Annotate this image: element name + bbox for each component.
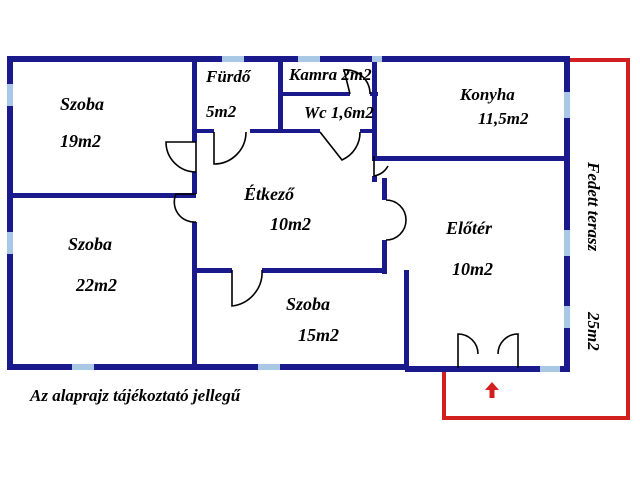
- doors: [165, 69, 519, 368]
- room-area-szoba-2: 22m2: [75, 275, 117, 295]
- entrance-arrow-icon: [485, 382, 499, 398]
- room-name-szoba-2: Szoba: [68, 234, 112, 254]
- room-area-eloter: 10m2: [452, 259, 493, 279]
- terrace-name: Fedett terasz: [584, 161, 603, 252]
- room-area-konyha: 11,5m2: [478, 109, 529, 128]
- room-name-etkezo: Étkező: [243, 183, 295, 204]
- room-name-szoba-1: Szoba: [60, 94, 104, 114]
- plan-disclaimer: Az alaprajz tájékoztató jellegű: [29, 386, 241, 405]
- room-name-szoba-3: Szoba: [286, 294, 330, 314]
- room-area-etkezo: 10m2: [270, 214, 311, 234]
- terrace-area: 25m2: [584, 311, 603, 351]
- room-name-furdo: Fürdő: [205, 67, 252, 86]
- room-area-furdo: 5m2: [206, 102, 237, 121]
- room-name-eloter: Előtér: [445, 218, 493, 238]
- room-area-szoba-3: 15m2: [298, 325, 339, 345]
- room-area-szoba-1: 19m2: [60, 131, 101, 151]
- walls: [7, 56, 570, 372]
- room-name-kamra: Kamra 2m2: [288, 65, 372, 84]
- windows: [7, 56, 570, 372]
- terrace-outline: [442, 58, 630, 420]
- room-name-wc: Wc 1,6m2: [304, 103, 374, 122]
- room-name-konyha: Konyha: [459, 85, 515, 104]
